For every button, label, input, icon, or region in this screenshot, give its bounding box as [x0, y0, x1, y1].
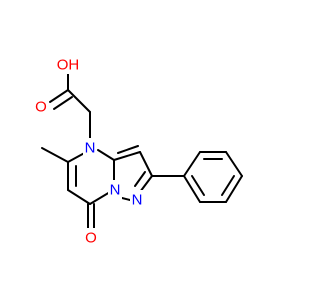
atom-carbonyl-oxygen: O [35, 99, 47, 116]
bond-ph-6 [183, 175, 201, 203]
molecule-structure: OH O N N N O [34, 56, 243, 248]
atom-labels: OH O N N N O [34, 56, 144, 248]
atom-hydroxyl: OH [57, 57, 80, 74]
atom-keto-oxygen: O [85, 230, 97, 247]
bond-n1-nbridge [121, 197, 131, 201]
bond-c6-c7 [67, 189, 91, 205]
bond-c7-nbridge [89, 191, 111, 205]
bond-c5-methyl [41, 147, 69, 163]
bond-c3a-c3 [113, 151, 141, 161]
bond-ph-inner-2 [221, 175, 235, 196]
bond-ph-3 [225, 151, 243, 177]
bond-c3a-n4 [97, 149, 115, 161]
bond-c2-n1-double [134, 171, 146, 187]
bond-ph-inner-3 [191, 175, 205, 196]
bond-cooh-co [49, 89, 69, 103]
bond-c2-n1 [139, 175, 153, 193]
bond-cooh-ch2 [67, 89, 91, 113]
atom-nitrogen-bridge: N [110, 182, 121, 199]
bond-ph-4 [225, 175, 243, 203]
bond-ph-1 [183, 151, 201, 177]
atom-nitrogen-pyrazole: N [132, 192, 143, 209]
bond-c3-c2 [139, 151, 153, 177]
atom-nitrogen-4: N [85, 140, 96, 157]
bond-cooh-co-double [53, 96, 73, 110]
bond-c3a-c3-double [117, 145, 139, 154]
